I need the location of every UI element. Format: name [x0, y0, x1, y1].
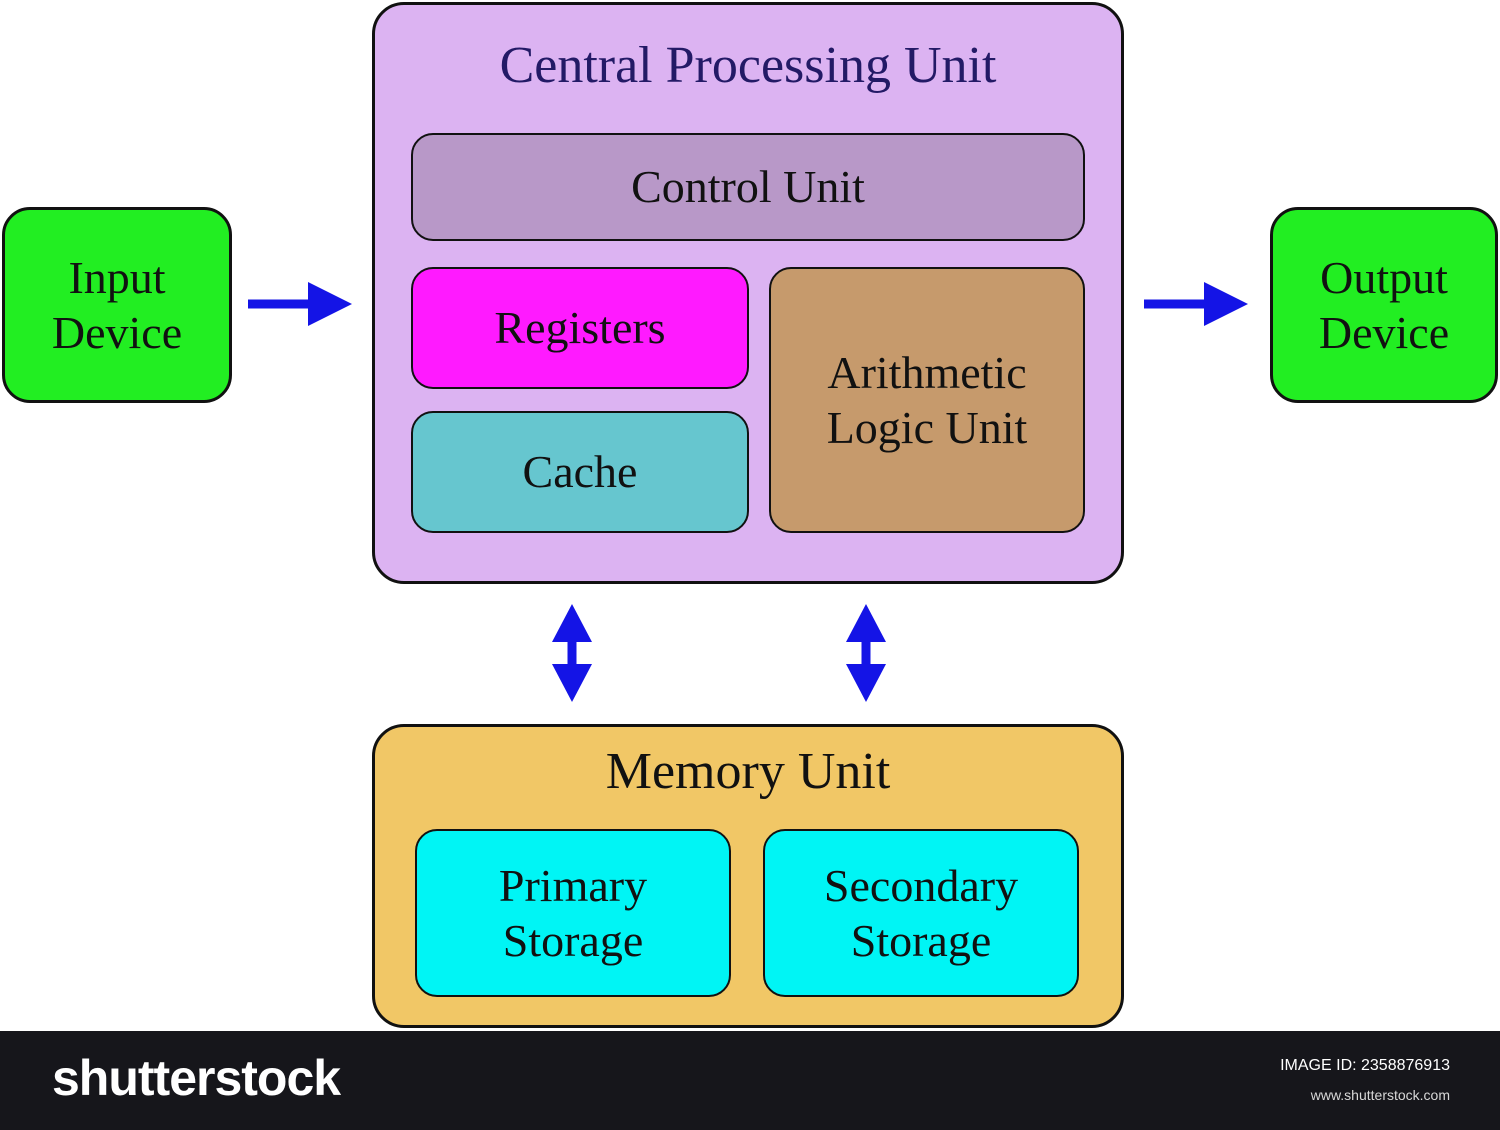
shutterstock-logo: shutterstock	[52, 1050, 341, 1106]
input-device-box: Input Device	[2, 207, 232, 403]
cpu-box: Central Processing Unit Control Unit Reg…	[372, 2, 1124, 584]
control-unit-label: Control Unit	[631, 161, 865, 213]
cpu-title: Central Processing Unit	[499, 37, 997, 94]
alu-label: Arithmetic Logic Unit	[826, 346, 1028, 453]
image-id: IMAGE ID: 2358876913	[1280, 1057, 1450, 1074]
output-device-label: Output Device	[1318, 251, 1450, 358]
control-unit-box: Control Unit	[411, 133, 1085, 241]
memory-unit-box: Memory Unit Primary Storage Secondary St…	[372, 724, 1124, 1028]
registers-label: Registers	[494, 302, 666, 354]
output-device-box: Output Device	[1270, 207, 1498, 403]
site-url: www.shutterstock.com	[1310, 1087, 1450, 1103]
secondary-storage-box: Secondary Storage	[763, 829, 1079, 997]
registers-box: Registers	[411, 267, 749, 389]
memory-unit-title: Memory Unit	[605, 743, 891, 800]
footer-bar: shutterstock IMAGE ID: 2358876913 www.sh…	[0, 1031, 1500, 1130]
secondary-storage-label: Secondary Storage	[823, 859, 1019, 966]
primary-storage-box: Primary Storage	[415, 829, 731, 997]
double-vertical-arrow-icon	[846, 604, 886, 702]
alu-box: Arithmetic Logic Unit	[769, 267, 1085, 533]
right-arrow-icon	[1144, 282, 1248, 326]
cache-box: Cache	[411, 411, 749, 533]
right-arrow-icon	[248, 282, 352, 326]
input-device-label: Input Device	[51, 251, 183, 358]
double-vertical-arrow-icon	[552, 604, 592, 702]
arrows-layer	[248, 282, 1248, 702]
primary-storage-label: Primary Storage	[498, 859, 648, 966]
cache-label: Cache	[522, 446, 638, 498]
